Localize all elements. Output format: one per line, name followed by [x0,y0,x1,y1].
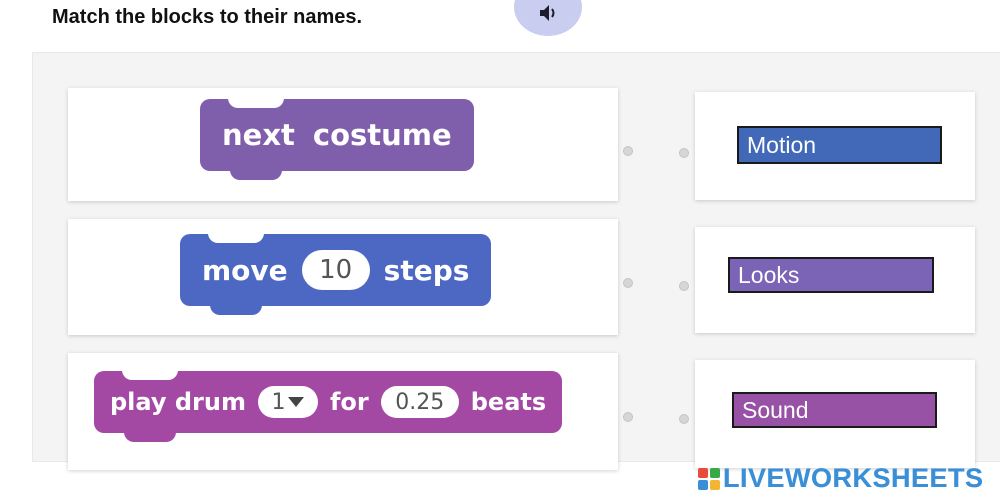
category-label-sound: Sound [732,392,937,428]
left-connector-dot-2[interactable] [623,278,633,288]
block-notch [228,98,284,108]
block-word: beats [470,388,547,416]
block-word: play drum [110,388,246,416]
instruction-text: Match the blocks to their names. [52,6,363,28]
block-value-pill: 0.25 [380,386,459,418]
category-label-motion: Motion [737,126,942,164]
block-notch [122,370,178,380]
block-card-play-drum[interactable]: play drum 1 for 0.25 beats [68,353,618,470]
audio-button[interactable] [514,0,582,36]
block-word: next [222,118,295,152]
liveworksheets-logo: LIVEWORKSHEETS [698,463,984,494]
category-card-looks[interactable]: Looks [695,227,975,333]
block-value: 1 [271,389,286,415]
block-tab [230,169,282,180]
right-connector-dot-2[interactable] [679,281,689,291]
category-label-looks: Looks [728,257,934,293]
block-tab [124,431,176,442]
block-card-next-costume[interactable]: next costume [68,88,618,201]
block-word: move [202,253,288,287]
scratch-block-next-costume: next costume [200,98,474,180]
block-notch [208,233,264,243]
speaker-icon [540,5,555,21]
block-word: steps [383,253,470,287]
block-card-move-steps[interactable]: move 10 steps [68,219,618,335]
brand-logo-icon [698,467,720,490]
block-word: costume [312,118,452,152]
right-connector-dot-1[interactable] [679,148,689,158]
scratch-block-move-steps: move 10 steps [180,233,492,315]
right-connector-dot-3[interactable] [679,414,689,424]
block-word: for [329,388,369,416]
left-connector-dot-3[interactable] [623,412,633,422]
block-tab [210,304,262,315]
scratch-block-play-drum: play drum 1 for 0.25 beats [94,370,563,442]
left-connector-dot-1[interactable] [623,146,633,156]
triangle-down-icon [288,397,305,407]
category-card-sound[interactable]: Sound [695,360,975,468]
block-value-pill: 10 [301,250,370,290]
brand-text: LIVEWORKSHEETS [723,463,984,493]
block-dropdown-pill: 1 [257,386,318,418]
category-card-motion[interactable]: Motion [695,92,975,200]
